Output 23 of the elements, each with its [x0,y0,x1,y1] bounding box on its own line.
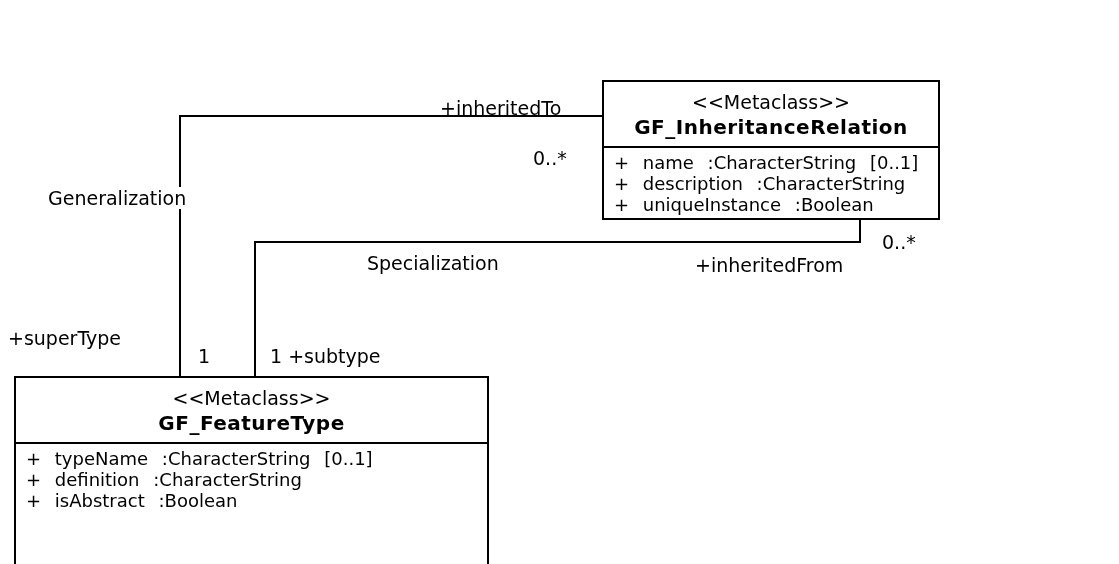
association-line [179,115,603,377]
stereotype-text: <<Metaclass>> [172,386,331,410]
attribute-text: + typeName :CharacterString [0..1] [26,448,373,469]
multiplicity-label: 1 [198,345,211,367]
edge-label: Generalization [48,187,187,209]
class-name: GF_InheritanceRelation [634,114,908,140]
attribute-text: + name :CharacterString [0..1] [614,152,919,173]
attribute-text: + uniqueInstance :Boolean [614,194,874,215]
multiplicity-label: 0..* [882,231,916,253]
attribute-text: + description :CharacterString [614,173,906,194]
class-box [14,376,489,564]
edge-label: Specialization [367,252,499,274]
role-label: +inheritedTo [440,97,562,119]
class-box [602,80,940,220]
attribute-text: + isAbstract :Boolean [26,490,238,511]
role-label: +superType [8,327,122,349]
association-line [254,219,861,377]
stereotype-text: <<Metaclass>> [692,90,850,114]
role-label: 1 +subtype [270,345,381,367]
class-name: GF_FeatureType [158,410,345,436]
multiplicity-label: 0..* [533,147,567,169]
attribute-text: + definition :CharacterString [26,469,302,490]
role-label: +inheritedFrom [695,254,844,276]
